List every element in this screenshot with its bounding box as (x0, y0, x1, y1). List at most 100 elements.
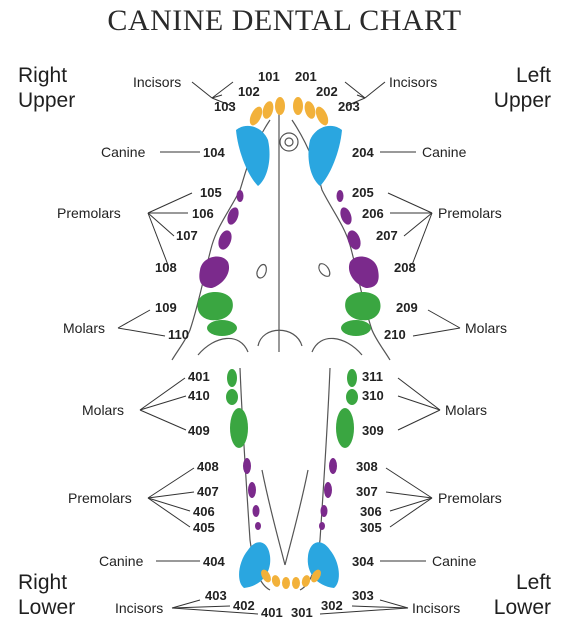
premolar-tooth-406 (253, 505, 260, 517)
tooth-number-107: 107 (176, 228, 198, 243)
label-canine-lower-left: Canine (432, 553, 477, 569)
leader-lines (118, 82, 460, 614)
premolar-tooth-308 (329, 458, 337, 474)
tooth-number-410: 410 (188, 388, 210, 403)
incisor-tooth-302 (301, 574, 312, 588)
molar-tooth-110 (207, 320, 237, 336)
left-palatine-fissure (319, 264, 330, 277)
tooth-number-108: 108 (155, 260, 177, 275)
label-molars-lower-right: Molars (82, 402, 124, 418)
tooth-number-204: 204 (352, 145, 374, 160)
molar-tooth-311 (347, 369, 357, 387)
tooth-number-405: 405 (193, 520, 215, 535)
molar-tooth-401 (227, 369, 237, 387)
premolar-tooth-208 (349, 256, 379, 288)
tooth-number-210: 210 (384, 327, 406, 342)
upper-molar-teeth (198, 292, 381, 336)
label-canine-upper-left: Canine (422, 144, 467, 160)
incisor-tooth-401-lower (282, 577, 290, 589)
molar-tooth-109 (198, 292, 233, 320)
canine-tooth-204 (308, 126, 342, 186)
upper-canine-teeth (236, 126, 342, 186)
tooth-number-103: 103 (214, 99, 236, 114)
tooth-number-402: 402 (233, 598, 255, 613)
label-molars-upper-right: Molars (63, 320, 105, 336)
tooth-number-205: 205 (352, 185, 374, 200)
upper-incisor-teeth (247, 97, 331, 127)
upper-right-zygomatic-curve (198, 338, 248, 355)
label-incisors-upper-left: Incisors (389, 74, 437, 90)
tooth-number-308: 308 (356, 459, 378, 474)
tooth-number-309: 309 (362, 423, 384, 438)
tooth-number-409: 409 (188, 423, 210, 438)
tooth-number-408: 408 (197, 459, 219, 474)
tooth-number-404: 404 (203, 554, 225, 569)
right-palatine-fissure (257, 265, 266, 279)
molar-tooth-309 (336, 408, 354, 448)
tooth-number-304: 304 (352, 554, 374, 569)
incisor-tooth-101 (275, 97, 285, 115)
label-premolars-lower-right: Premolars (68, 490, 132, 506)
molar-tooth-310 (346, 389, 358, 405)
tooth-number-102: 102 (238, 84, 260, 99)
tooth-number-203: 203 (338, 99, 360, 114)
tooth-number-407: 407 (197, 484, 219, 499)
premolar-tooth-408 (243, 458, 251, 474)
tooth-number-301: 301 (291, 605, 313, 620)
label-molars-upper-left: Molars (465, 320, 507, 336)
tooth-number-209: 209 (396, 300, 418, 315)
premolar-tooth-108 (199, 256, 229, 288)
label-molars-lower-left: Molars (445, 402, 487, 418)
tooth-number-208: 208 (394, 260, 416, 275)
tooth-number-202: 202 (316, 84, 338, 99)
premolar-tooth-205 (337, 190, 344, 202)
label-premolars-lower-left: Premolars (438, 490, 502, 506)
incisor-tooth-301 (292, 577, 300, 589)
tooth-number-305: 305 (360, 520, 382, 535)
premolar-tooth-407 (248, 482, 256, 498)
incisor-tooth-203 (313, 105, 331, 127)
molar-tooth-410 (226, 389, 238, 405)
premolar-tooth-305 (319, 522, 325, 530)
incisor-tooth-402 (271, 574, 282, 588)
tooth-number-201: 201 (295, 69, 317, 84)
tooth-number-110: 110 (168, 327, 189, 342)
premolar-tooth-107 (216, 229, 234, 252)
tooth-number-207: 207 (376, 228, 398, 243)
label-canine-lower-right: Canine (99, 553, 144, 569)
tooth-number-101: 101 (258, 69, 280, 84)
label-incisors-upper-right: Incisors (133, 74, 181, 90)
tooth-number-106: 106 (192, 206, 214, 221)
incisor-tooth-201 (293, 97, 303, 115)
tooth-number-310: 310 (362, 388, 384, 403)
tooth-number-401: 401 (188, 369, 210, 384)
premolar-tooth-106 (225, 206, 241, 226)
tooth-number-302: 302 (321, 598, 343, 613)
tooth-number-307: 307 (356, 484, 378, 499)
premolar-tooth-306 (321, 505, 328, 517)
tooth-number-303: 303 (352, 588, 374, 603)
upper-premolar-teeth (199, 190, 378, 288)
upper-palate-arch (258, 330, 302, 346)
tooth-number-206: 206 (362, 206, 384, 221)
label-premolars-upper-right: Premolars (57, 205, 121, 221)
premolar-tooth-307 (324, 482, 332, 498)
tooth-number-406: 406 (193, 504, 215, 519)
tooth-number-104: 104 (203, 145, 225, 160)
label-canine-upper-right: Canine (101, 144, 146, 160)
molar-tooth-210 (341, 320, 371, 336)
tooth-number-306: 306 (360, 504, 382, 519)
incisive-foramen-inner (285, 138, 293, 146)
tooth-number-403: 403 (205, 588, 227, 603)
upper-left-zygomatic-curve (312, 338, 362, 355)
molar-tooth-409 (230, 408, 248, 448)
molar-tooth-209 (345, 292, 380, 320)
label-incisors-lower-right: Incisors (115, 600, 163, 616)
incisor-tooth-202 (303, 100, 317, 120)
tooth-number-401-incisor: 401 (261, 605, 283, 620)
tooth-number-105: 105 (200, 185, 222, 200)
incisor-tooth-103 (247, 105, 265, 127)
premolar-tooth-105 (237, 190, 244, 202)
label-premolars-upper-left: Premolars (438, 205, 502, 221)
